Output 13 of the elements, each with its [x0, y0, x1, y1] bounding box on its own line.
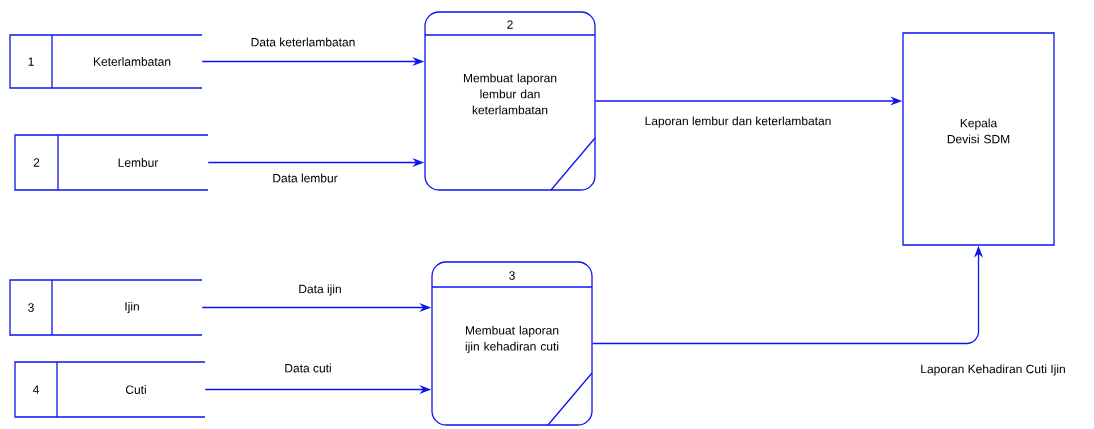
data-store: 4 Cuti — [14, 361, 206, 418]
entity-box: Kepala Devisi SDM — [902, 32, 1055, 246]
process-box: 3 Membuat laporan ijin kehadiran cuti — [431, 261, 593, 426]
edge-label: Laporan Kehadiran Cuti Ijin — [919, 363, 1067, 377]
data-store: 1 Keterlambatan — [9, 34, 203, 89]
edge-label: Data cuti — [283, 362, 333, 374]
edge-label: Data lembur — [271, 172, 339, 184]
edge-label: Data ijin — [297, 283, 343, 297]
process-box: 2 Membuat laporan lembur dan keterlambatan — [424, 11, 596, 191]
data-store: 2 Lembur — [14, 134, 209, 191]
data-store: 3 Ijin — [9, 279, 203, 336]
edge-label: Data keterlambatan — [249, 36, 357, 48]
edge-label: Laporan lembur dan keterlambatan — [643, 115, 833, 129]
